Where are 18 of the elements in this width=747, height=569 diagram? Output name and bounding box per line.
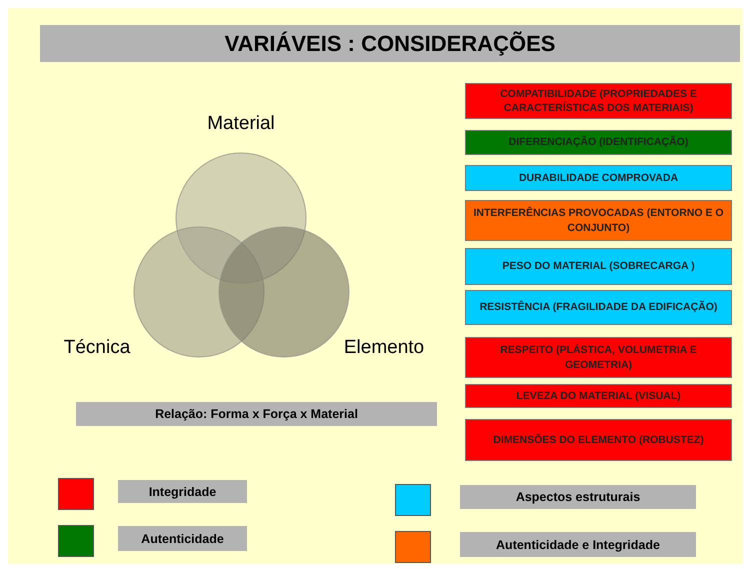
circle-label: Técnica (62, 337, 132, 359)
title-bar: VARIÁVEIS : CONSIDERAÇÕES (40, 25, 740, 62)
criterion-box: DURABILIDADE COMPROVADA (465, 165, 732, 191)
criterion-box: INTERFERÊNCIAS PROVOCADAS (ENTORNO E O CONJUNTO) (465, 200, 732, 241)
legend-label: Aspectos estruturais (460, 485, 696, 509)
circle-label: Elemento (342, 337, 426, 359)
legend-label: Autenticidade (118, 526, 247, 551)
criterion-box: DIMENSÕES DO ELEMENTO (ROBUSTEZ) (465, 419, 732, 461)
legend-label: Integridade (118, 480, 247, 503)
criterion-box: PESO DO MATERIAL (SOBRECARGA ) (465, 248, 732, 285)
relation-bar: Relação: Forma x Força x Material (76, 402, 437, 426)
criterion-box: DIFERENCIAÇÃO (IDENTIFICAÇÃO) (465, 130, 732, 155)
criterion-box: COMPATIBILIDADE (PROPRIEDADES E CARACTERÍSTICAS DOS MATERIAIS) (465, 83, 732, 119)
legend-label: Autenticidade e Integridade (460, 532, 696, 557)
criterion-box: LEVEZA DO MATERIAL (VISUAL) (465, 384, 732, 408)
criterion-box: RESPEITO (PLÁSTICA, VOLUMETRIA E GEOMETRIA) (465, 337, 732, 378)
criterion-box: RESISTÊNCIA (FRAGILIDADE DA EDIFICAÇÃO) (465, 290, 732, 325)
circle-label: Material (206, 113, 276, 135)
